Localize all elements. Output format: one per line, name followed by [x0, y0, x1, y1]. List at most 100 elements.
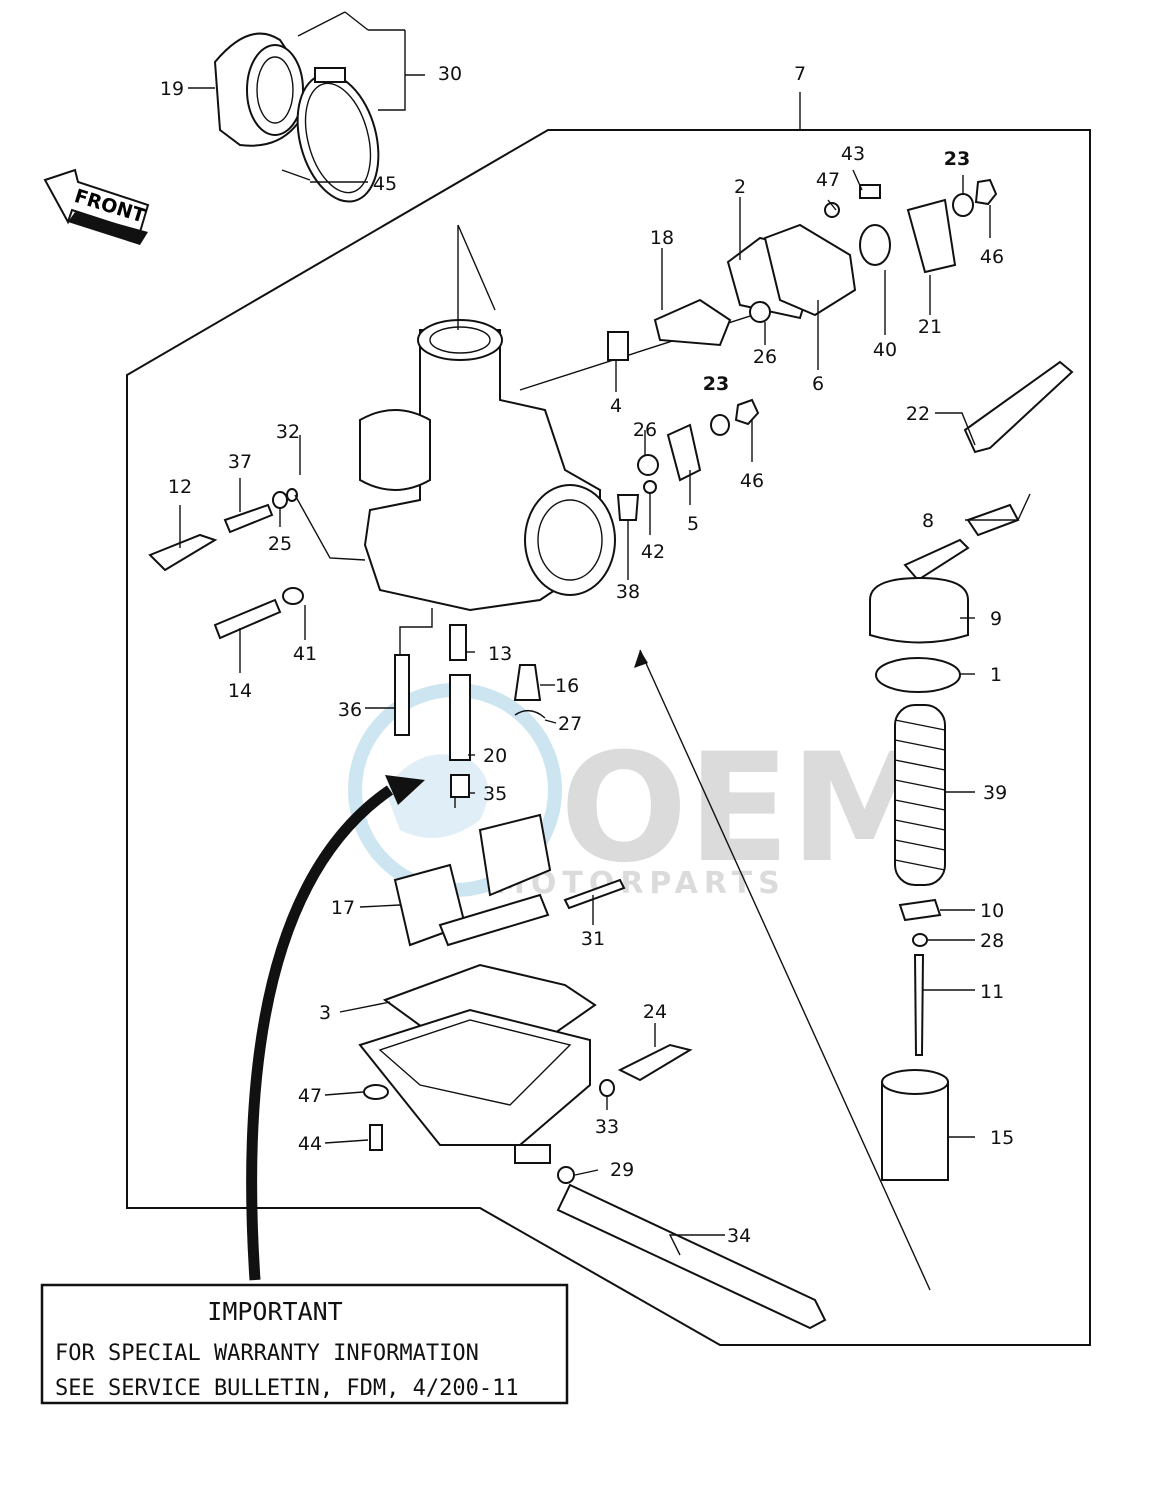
- ring-28-part: [912, 933, 928, 947]
- part-label-11: 11: [980, 981, 1004, 1003]
- front-arrow-icon: FRONT: [43, 168, 150, 245]
- part-label-29: 29: [610, 1159, 634, 1181]
- washer-23-part: [952, 193, 974, 217]
- part-label-34: 34: [727, 1225, 751, 1247]
- part-label-17: 17: [331, 897, 355, 919]
- part-label-41: 41: [293, 643, 317, 665]
- screw-24-part: [617, 1043, 693, 1082]
- washer-33-part: [599, 1079, 615, 1097]
- notice-line-2: SEE SERVICE BULLETIN, FDM, 4/200-11: [55, 1376, 519, 1401]
- part-label-2: 2: [734, 176, 746, 198]
- spring-39-part: [894, 704, 946, 886]
- part-label-13: 13: [488, 643, 512, 665]
- part-label-36: 36: [338, 699, 362, 721]
- ring-1-part: [875, 657, 961, 693]
- assembly-outline: [126, 129, 1091, 1346]
- part-label-5: 5: [687, 513, 699, 535]
- clamp-part: [296, 67, 380, 203]
- pin-31-part: [563, 878, 626, 910]
- screw-12-part: [148, 533, 218, 572]
- part-label-33: 33: [595, 1116, 619, 1138]
- washer-47-part: [824, 202, 840, 218]
- part-label-42: 42: [641, 541, 665, 563]
- part-label-38: 38: [616, 581, 640, 603]
- part-label-6: 6: [812, 373, 824, 395]
- carburetor-body-part: [359, 224, 801, 612]
- part-label-46a: 46: [980, 246, 1004, 268]
- arrow-head-icon: [634, 650, 648, 668]
- curved-arrow-head-icon: [385, 775, 425, 805]
- lever-part: [906, 198, 957, 274]
- cap-9-part: [869, 538, 970, 644]
- part-label-21: 21: [918, 316, 942, 338]
- jet-36-part: [394, 654, 410, 736]
- spring-37-part: [223, 503, 274, 534]
- plate-5-part: [666, 423, 702, 482]
- washer-part: [749, 301, 771, 323]
- part-number-labels: 7 30 19 45 2 18 4 26 6 40 21 47 43 23 46…: [160, 63, 1014, 1247]
- washer-47b-part: [363, 1084, 389, 1100]
- part-label-39: 39: [983, 782, 1007, 804]
- cap-part: [607, 331, 629, 361]
- screw-43-part: [859, 184, 881, 199]
- needle-jet-20-part: [449, 674, 471, 761]
- part-label-18: 18: [650, 227, 674, 249]
- part-label-14: 14: [228, 680, 252, 702]
- main-jet-35-part: [450, 774, 470, 798]
- part-label-47b: 47: [298, 1085, 322, 1107]
- part-label-25: 25: [268, 533, 292, 555]
- part-label-24: 24: [643, 1001, 667, 1023]
- important-notice-box: IMPORTANT FOR SPECIAL WARRANTY INFORMATI…: [40, 1283, 569, 1405]
- screw-part: [297, 11, 346, 37]
- part-label-26a: 26: [753, 346, 777, 368]
- plate-part: [653, 298, 732, 347]
- part-label-19: 19: [160, 78, 184, 100]
- part-label-23a: 23: [944, 148, 970, 170]
- part-label-44: 44: [298, 1133, 322, 1155]
- part-label-9: 9: [990, 608, 1002, 630]
- nut-46b-part: [734, 398, 760, 426]
- washer-25-part: [272, 491, 288, 509]
- jet-13-part: [449, 624, 467, 661]
- part-label-35: 35: [483, 783, 507, 805]
- part-label-46b: 46: [740, 470, 764, 492]
- cover-part: [763, 223, 857, 317]
- part-label-27: 27: [558, 713, 582, 735]
- part-label-22: 22: [906, 403, 930, 425]
- part-label-10: 10: [980, 900, 1004, 922]
- washer-23b-part: [710, 414, 730, 436]
- valve-16-part: [513, 664, 542, 701]
- part-label-37: 37: [228, 451, 252, 473]
- part-label-23b: 23: [703, 373, 729, 395]
- float-part: [393, 813, 552, 947]
- screw-45-part: [281, 169, 311, 181]
- part-label-4: 4: [610, 395, 622, 417]
- notice-title: IMPORTANT: [207, 1297, 342, 1326]
- washer-26-part: [637, 454, 659, 476]
- needle-11-part: [913, 954, 925, 1056]
- float-bowl-part: [358, 1008, 591, 1164]
- clip-29-part: [557, 1166, 575, 1184]
- spring-40-part: [859, 224, 891, 266]
- part-label-26b: 26: [633, 419, 657, 441]
- part-label-47a: 47: [816, 169, 840, 191]
- part-label-3: 3: [319, 1002, 331, 1024]
- spring-41-part: [282, 587, 304, 605]
- curved-pointer-arrow: [246, 785, 394, 1281]
- part-label-43: 43: [841, 143, 865, 165]
- part-label-28: 28: [980, 930, 1004, 952]
- screw-44-part: [369, 1124, 383, 1151]
- part-label-45: 45: [373, 173, 397, 195]
- leader-lines: [179, 11, 1031, 1256]
- clip-10-part: [898, 898, 942, 922]
- throttle-valve-15-part: [881, 1069, 949, 1181]
- clip-27-part: [514, 710, 546, 719]
- ring-32-part: [286, 488, 298, 502]
- part-label-12: 12: [168, 476, 192, 498]
- watermark-brand: OEM: [560, 722, 939, 896]
- nut-46-part: [974, 178, 998, 206]
- hose-22-part: [963, 360, 1074, 454]
- ball-42-part: [643, 480, 657, 494]
